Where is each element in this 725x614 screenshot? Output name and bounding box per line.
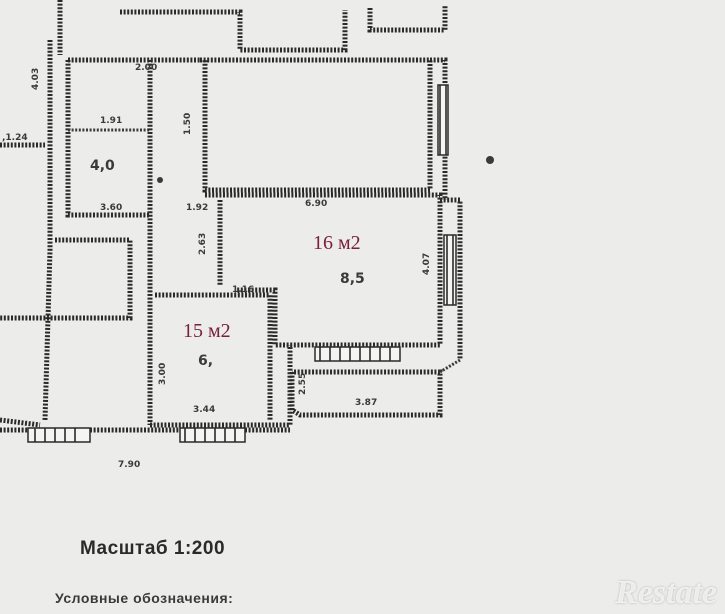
top-right-room-walls [200, 57, 448, 200]
dim-3-44: 3.44 [193, 405, 215, 415]
right-window-top [437, 84, 449, 156]
bottom-window-left [27, 427, 91, 443]
bottom-window-15 [179, 427, 246, 443]
room-16-glyph: 8,5 [340, 271, 365, 287]
dim-1-50: 1.50 [183, 113, 193, 135]
dim-2-63: 2.63 [198, 233, 208, 255]
balcony-walls [289, 358, 461, 418]
small-room-glyph: 4,0 [90, 158, 115, 174]
dim-1-91: 1.91 [100, 116, 122, 126]
dim-4-07: 4.07 [422, 253, 432, 275]
room-15-glyph: 6, [198, 353, 213, 369]
dim-4-03: 4.03 [31, 68, 41, 90]
dim-1-24: ,1.24 [2, 133, 28, 143]
dim-6-90: 6.90 [305, 199, 327, 209]
dim-3-87: 3.87 [355, 398, 377, 408]
room-15-walls [147, 240, 293, 428]
scale-label: Масштаб 1:200 [80, 538, 226, 559]
dim-1-92: 1.92 [186, 203, 208, 213]
bottom-window-16 [314, 346, 401, 362]
dimension-labels: 2.00 1.91 3.60 1.92 6.90 7.90 2.63 1.16 … [2, 63, 432, 470]
room-15-area-label: 15 м2 [183, 320, 231, 342]
speck-mark [157, 177, 163, 183]
dim-2-55: 2.55 [298, 373, 308, 395]
dim-2-00: 2.00 [135, 63, 157, 73]
restate-watermark: Restate [615, 574, 717, 611]
legend-label: Условные обозначения: [55, 590, 234, 606]
left-walls [0, 40, 200, 428]
dim-3-60: 3.60 [100, 203, 122, 213]
room-16-area-label: 16 м2 [313, 232, 361, 254]
dim-3-00: 3.00 [158, 363, 168, 385]
top-walls [57, 0, 448, 55]
speck-mark [486, 156, 494, 164]
dim-1-16: 1.16 [232, 285, 254, 295]
room-16-walls [205, 192, 463, 360]
right-window-mid [443, 234, 457, 306]
dim-7-90: 7.90 [118, 460, 140, 470]
